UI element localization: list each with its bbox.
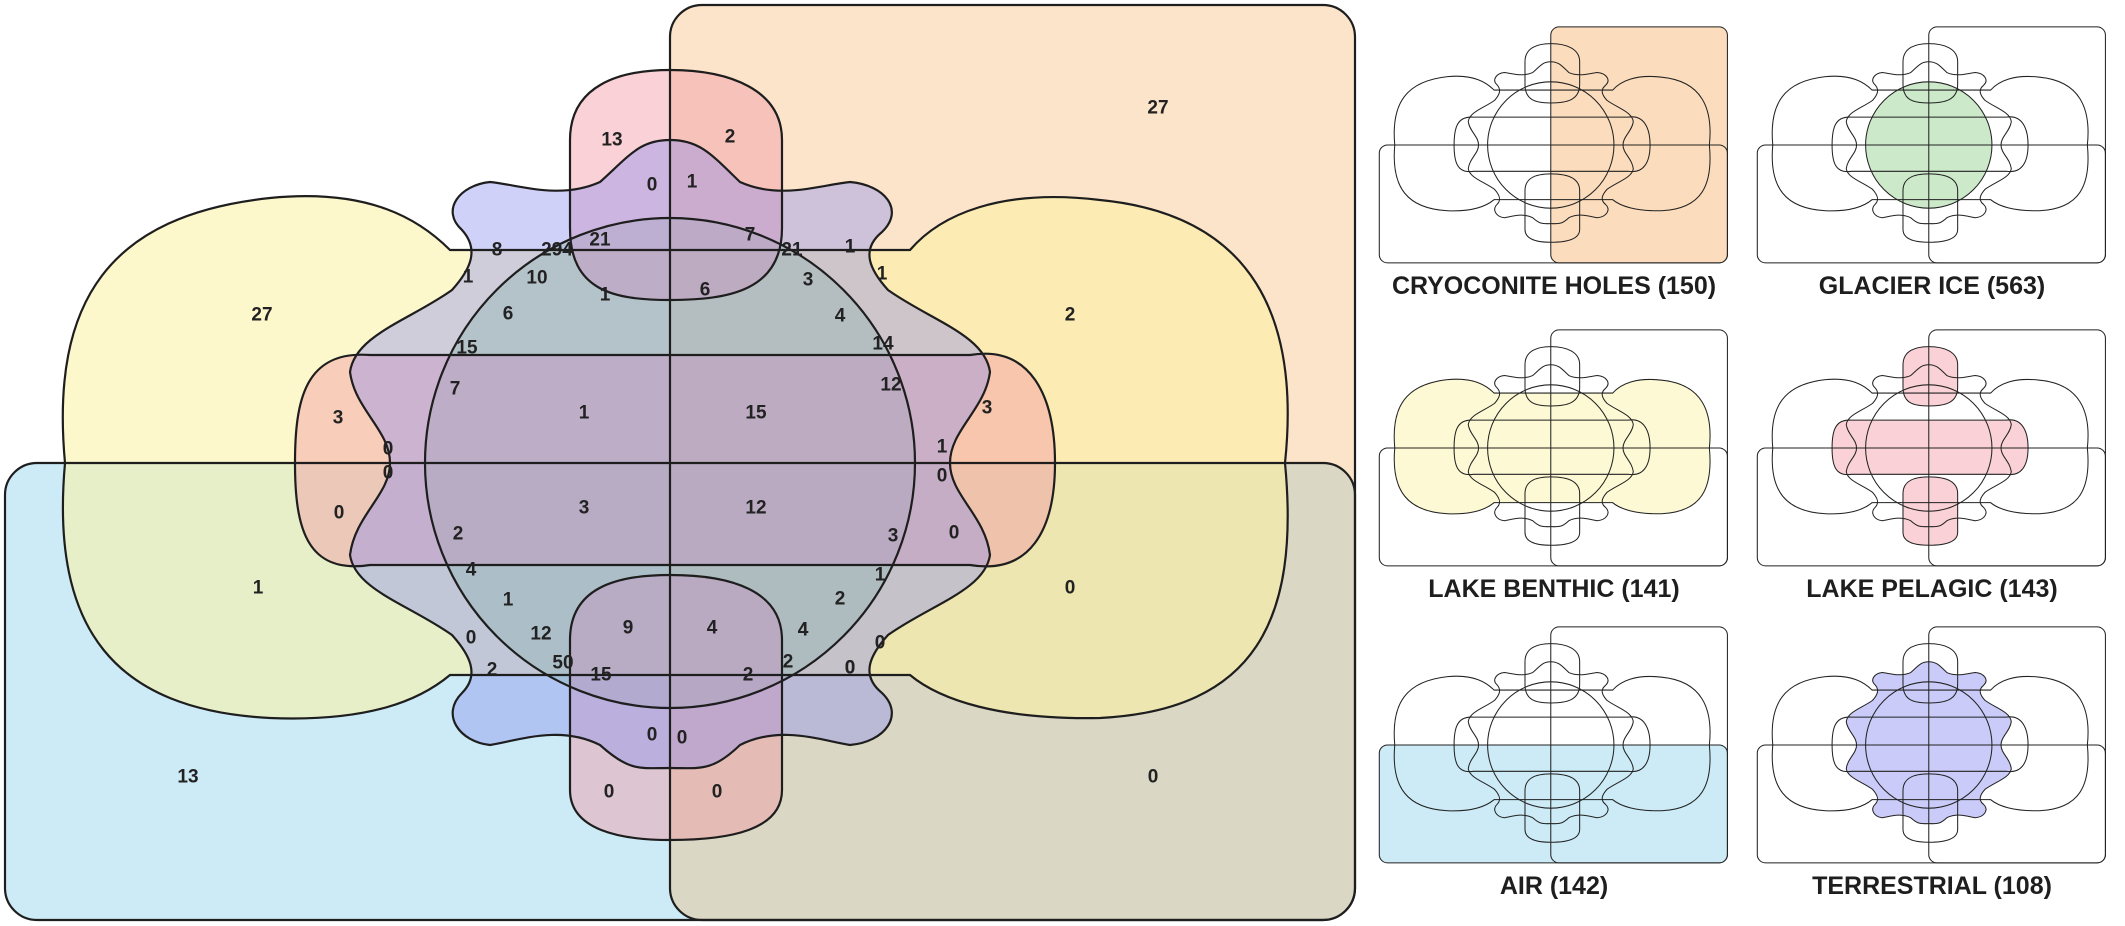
region-count: 7	[450, 379, 461, 400]
region-count: 294	[541, 240, 573, 261]
mini-venn-lake-pelagic	[1756, 329, 2106, 567]
region-count: 0	[875, 633, 886, 654]
region-count: 1	[503, 590, 514, 611]
set-panel-terrestrial: TERRESTRIAL (108)	[1756, 620, 2108, 901]
set-label: CRYOCONITE HOLES (150)	[1391, 272, 1717, 300]
region-count: 0	[466, 628, 477, 649]
region-count: 21	[781, 240, 803, 261]
region-count: 13	[177, 767, 198, 788]
region-count: 15	[745, 403, 767, 424]
region-count: 3	[888, 526, 899, 547]
region-count: 3	[579, 498, 590, 519]
venn-diagram: 27 27 13 13 2 2 0 0 0 1 8 294 21 7 21 1 …	[3, 3, 1357, 922]
region-count: 10	[526, 268, 547, 289]
mini-outlines	[1378, 329, 1728, 567]
set-panel-glacier-ice: GLACIER ICE (563)	[1756, 20, 2108, 301]
region-count: 4	[798, 620, 809, 641]
region-count: 0	[1065, 578, 1076, 599]
region-count-labels: 27 27 13 13 2 2 0 0 0 1 8 294 21 7 21 1 …	[177, 98, 1168, 803]
set-label: TERRESTRIAL (108)	[1812, 872, 2052, 900]
region-count: 1	[875, 565, 886, 586]
set-label: AIR (142)	[1499, 872, 1609, 900]
set-panel-lake-pelagic: LAKE PELAGIC (143)	[1756, 323, 2108, 604]
region-count: 2	[783, 652, 794, 673]
region-count: 3	[333, 408, 344, 429]
region-count: 0	[334, 503, 345, 524]
region-count: 0	[383, 463, 394, 484]
mini-venn-lake-benthic	[1378, 329, 1728, 567]
region-count: 1	[877, 264, 888, 285]
mini-outlines	[1756, 26, 2106, 264]
mini-venn-terrestrial	[1756, 626, 2106, 864]
region-count: 1	[579, 403, 590, 424]
region-count: 12	[880, 375, 901, 396]
region-count: 0	[647, 725, 658, 746]
region-count: 0	[677, 728, 688, 749]
region-count: 21	[589, 230, 611, 251]
region-count: 2	[1065, 305, 1076, 326]
region-count: 27	[251, 305, 272, 326]
set-panel-lake-benthic: LAKE BENTHIC (141)	[1378, 323, 1730, 604]
region-count: 6	[503, 304, 514, 325]
region-count: 1	[253, 578, 264, 599]
region-count: 2	[835, 589, 846, 610]
region-count: 1	[687, 172, 698, 193]
region-count: 15	[456, 338, 478, 359]
region-count: 2	[453, 524, 464, 545]
region-count: 1	[600, 285, 611, 306]
region-count: 1	[463, 267, 474, 288]
region-count: 0	[949, 523, 960, 544]
region-count: 9	[623, 618, 634, 639]
region-count: 14	[872, 334, 894, 355]
region-count: 13	[601, 130, 622, 151]
region-count: 0	[712, 782, 723, 803]
mini-outlines	[1756, 626, 2106, 864]
highlighted-set	[1394, 379, 1711, 514]
set-panel-cryoconite-holes: CRYOCONITE HOLES (150)	[1378, 20, 1730, 301]
set-panel-air: AIR (142)	[1378, 620, 1730, 901]
set-label: LAKE BENTHIC (141)	[1428, 575, 1680, 603]
region-count: 4	[707, 618, 718, 639]
region-count: 2	[725, 127, 736, 148]
mini-venn-air	[1378, 626, 1728, 864]
region-count: 12	[745, 498, 766, 519]
set-label: GLACIER ICE (563)	[1818, 272, 2046, 300]
region-count: 12	[530, 624, 551, 645]
region-count: 0	[1148, 767, 1159, 788]
region-count: 4	[798, 620, 809, 641]
region-count: 2	[743, 665, 754, 686]
region-count: 50	[552, 653, 573, 674]
region-count: 0	[383, 439, 394, 460]
region-count: 0	[604, 782, 615, 803]
region-count: 7	[745, 225, 756, 246]
highlighted-set	[1379, 745, 1728, 863]
region-count: 3	[803, 270, 814, 291]
region-count: 4	[466, 560, 477, 581]
region-count: 27	[1147, 98, 1168, 119]
region-count: 0	[937, 466, 948, 487]
region-count: 0	[845, 658, 856, 679]
region-count: 8	[492, 240, 503, 261]
region-count: 1	[937, 437, 948, 458]
highlighted-set	[1832, 346, 2029, 546]
mini-venn-glacier-ice	[1756, 26, 2106, 264]
region-count: 0	[647, 175, 658, 196]
region-count: 2	[487, 660, 498, 681]
region-count: 3	[982, 398, 993, 419]
region-count: 15	[590, 665, 612, 686]
region-count: 6	[700, 280, 711, 301]
mini-venn-cryoconite-holes	[1378, 26, 1728, 264]
region-count: 0	[845, 658, 856, 679]
set-label: LAKE PELAGIC (143)	[1806, 575, 2058, 603]
region-count: 4	[835, 306, 846, 327]
region-count: 1	[845, 237, 856, 258]
